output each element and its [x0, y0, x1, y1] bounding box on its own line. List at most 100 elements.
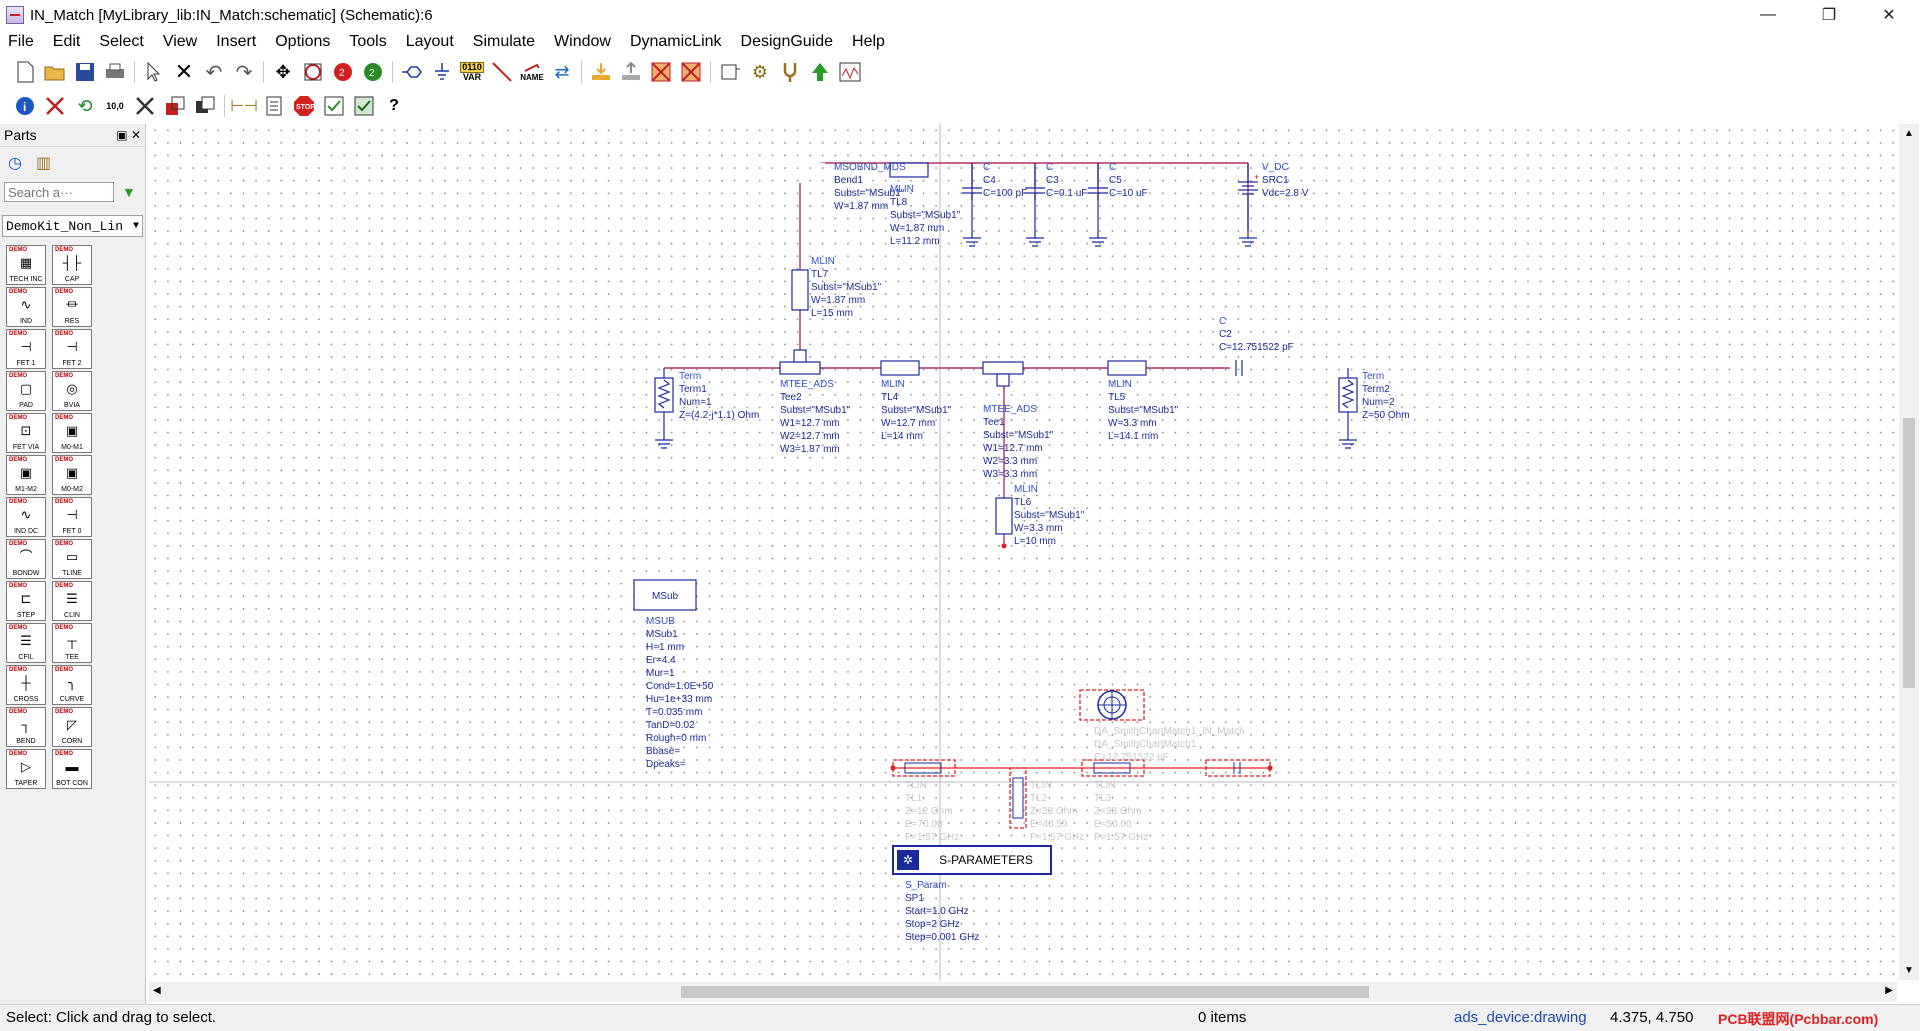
- palette-item-cap[interactable]: DEMO┤├CAP: [52, 245, 92, 285]
- close-button[interactable]: ✕: [1882, 7, 1896, 24]
- tee1-component[interactable]: [982, 361, 1024, 387]
- check-icon[interactable]: [321, 93, 347, 119]
- horizontal-scrollbar[interactable]: ◀ ▶: [149, 982, 1897, 1002]
- menu-layout[interactable]: Layout: [405, 33, 454, 50]
- port-icon[interactable]: [399, 59, 425, 85]
- menu-tools[interactable]: Tools: [349, 33, 387, 50]
- capacitor-c3[interactable]: [1025, 163, 1045, 247]
- mirror-icon[interactable]: ⊢⊣: [230, 98, 258, 115]
- push-into-icon[interactable]: [588, 59, 614, 85]
- palette-item-taper[interactable]: DEMO▷TAPER: [6, 749, 46, 789]
- horizontal-scroll-thumb[interactable]: [681, 986, 1369, 998]
- palette-item-cross[interactable]: DEMO┼CROSS: [6, 665, 46, 705]
- palette-item-corn[interactable]: DEMO◸CORN: [52, 707, 92, 747]
- select-arrow-icon[interactable]: [141, 59, 167, 85]
- palette-item-m1-m2[interactable]: DEMO▣M1-M2: [6, 455, 46, 495]
- menu-view[interactable]: View: [162, 33, 198, 50]
- vertical-scroll-thumb[interactable]: [1903, 418, 1915, 688]
- palette-item-fet-1[interactable]: DEMO⊣FET 1: [6, 329, 46, 369]
- palette-item-step[interactable]: DEMO⊏STEP: [6, 581, 46, 621]
- wire-icon[interactable]: [489, 59, 515, 85]
- tl7-component[interactable]: [791, 269, 809, 311]
- menu-select[interactable]: Select: [99, 33, 144, 50]
- zoom-icon[interactable]: [300, 59, 326, 85]
- vertical-scrollbar[interactable]: ▲ ▼: [1899, 124, 1919, 980]
- copy-component-icon[interactable]: [192, 93, 218, 119]
- tl5-component[interactable]: [1107, 360, 1147, 376]
- page-icon[interactable]: [261, 93, 287, 119]
- open-folder-icon[interactable]: [42, 59, 68, 85]
- tl2-component[interactable]: [1009, 767, 1027, 829]
- palette-item-m0-m2[interactable]: DEMO▣M0-M2: [52, 455, 92, 495]
- capacitor-c2[interactable]: [1235, 360, 1243, 376]
- name-icon[interactable]: NAME: [519, 59, 545, 85]
- activate-component-icon[interactable]: ⟲: [77, 95, 93, 116]
- palette-item-fet-2[interactable]: DEMO⊣FET 2: [52, 329, 92, 369]
- menu-dynamiclink[interactable]: DynamicLink: [629, 33, 722, 50]
- palette-item-pad[interactable]: DEMO▢PAD: [6, 371, 46, 411]
- tl4-component[interactable]: [880, 360, 920, 376]
- palette-item-clin[interactable]: DEMO☰CLIN: [52, 581, 92, 621]
- wire-go-icon[interactable]: 2: [360, 59, 386, 85]
- optimize-icon[interactable]: [807, 59, 833, 85]
- undo-icon[interactable]: ↶: [205, 61, 223, 84]
- palette-item-fet-0[interactable]: DEMO⊣FET 0: [52, 497, 92, 537]
- menu-designguide[interactable]: DesignGuide: [740, 33, 834, 50]
- term2-component[interactable]: [1338, 368, 1358, 449]
- palette-item-curve[interactable]: DEMO╮CURVE: [52, 665, 92, 705]
- scroll-down-icon[interactable]: ▼: [1904, 965, 1914, 976]
- smith-chart-match[interactable]: [1079, 689, 1145, 721]
- menu-file[interactable]: File: [8, 33, 34, 50]
- palette-item-tline[interactable]: DEMO▭TLINE: [52, 539, 92, 579]
- palette-item-m0-m1[interactable]: DEMO▣M0-M1: [52, 413, 92, 453]
- info-icon[interactable]: i: [12, 93, 38, 119]
- palette-item-fet-via[interactable]: DEMO⊡FET VIA: [6, 413, 46, 453]
- status-context[interactable]: ads_device:drawing: [1454, 1009, 1587, 1026]
- move-icon[interactable]: ✥: [275, 61, 291, 82]
- data-display-icon[interactable]: [837, 59, 863, 85]
- whats-this-icon[interactable]: ?: [389, 97, 399, 114]
- term1-component[interactable]: [654, 368, 674, 449]
- short-icon[interactable]: [678, 59, 704, 85]
- tl6-component[interactable]: [995, 497, 1013, 535]
- history-icon[interactable]: ◷: [8, 155, 22, 172]
- bend1-component[interactable]: [793, 162, 825, 190]
- tuning-icon[interactable]: ⚙: [751, 61, 769, 82]
- stop-icon[interactable]: STOP: [291, 93, 317, 119]
- library-select[interactable]: DemoKit_Non_Lin ▼: [2, 215, 143, 237]
- print-icon[interactable]: [102, 59, 128, 85]
- redo-icon[interactable]: ↷: [235, 61, 253, 84]
- tee2-component[interactable]: [779, 349, 821, 375]
- library-browser-icon[interactable]: ▥: [35, 155, 52, 172]
- filter-icon[interactable]: ▼: [122, 184, 136, 200]
- deactivate-component-icon[interactable]: [42, 93, 68, 119]
- ground-icon[interactable]: [429, 59, 455, 85]
- delete-icon[interactable]: ✕: [174, 59, 194, 84]
- menu-insert[interactable]: Insert: [216, 33, 257, 50]
- netlist-icon[interactable]: [717, 59, 743, 85]
- pop-out-icon[interactable]: [618, 59, 644, 85]
- palette-item-cfil[interactable]: DEMO☰CFIL: [6, 623, 46, 663]
- s-parameters-box[interactable]: ✲ S-PARAMETERS: [892, 845, 1052, 875]
- palette-item-bvia[interactable]: DEMO◎BVIA: [52, 371, 92, 411]
- palette-item-bondw[interactable]: DEMO⌒BONDW: [6, 539, 46, 579]
- palette-item-bend[interactable]: DEMO┐BEND: [6, 707, 46, 747]
- scroll-left-icon[interactable]: ◀: [153, 985, 161, 996]
- capacitor-c5[interactable]: [1088, 163, 1108, 247]
- pin-icon[interactable]: ▣: [116, 128, 128, 142]
- snap-grid-icon[interactable]: 10,0: [106, 101, 124, 111]
- menu-help[interactable]: Help: [852, 33, 885, 50]
- menu-options[interactable]: Options: [275, 33, 331, 50]
- save-icon[interactable]: [72, 59, 98, 85]
- palette-item-res[interactable]: DEMO⏛RES: [52, 287, 92, 327]
- menu-window[interactable]: Window: [554, 33, 611, 50]
- msub-box[interactable]: [633, 579, 697, 611]
- rotate-icon[interactable]: [162, 93, 188, 119]
- tl8-component[interactable]: [889, 162, 929, 178]
- design-check-icon[interactable]: [351, 93, 377, 119]
- menu-edit[interactable]: Edit: [52, 33, 81, 50]
- minimize-button[interactable]: —: [1760, 6, 1776, 23]
- palette-item-tech-inc[interactable]: DEMO▦TECH INC: [6, 245, 46, 285]
- palette-item-bot-con[interactable]: DEMO▬BOT CON: [52, 749, 92, 789]
- scroll-right-icon[interactable]: ▶: [1885, 985, 1893, 996]
